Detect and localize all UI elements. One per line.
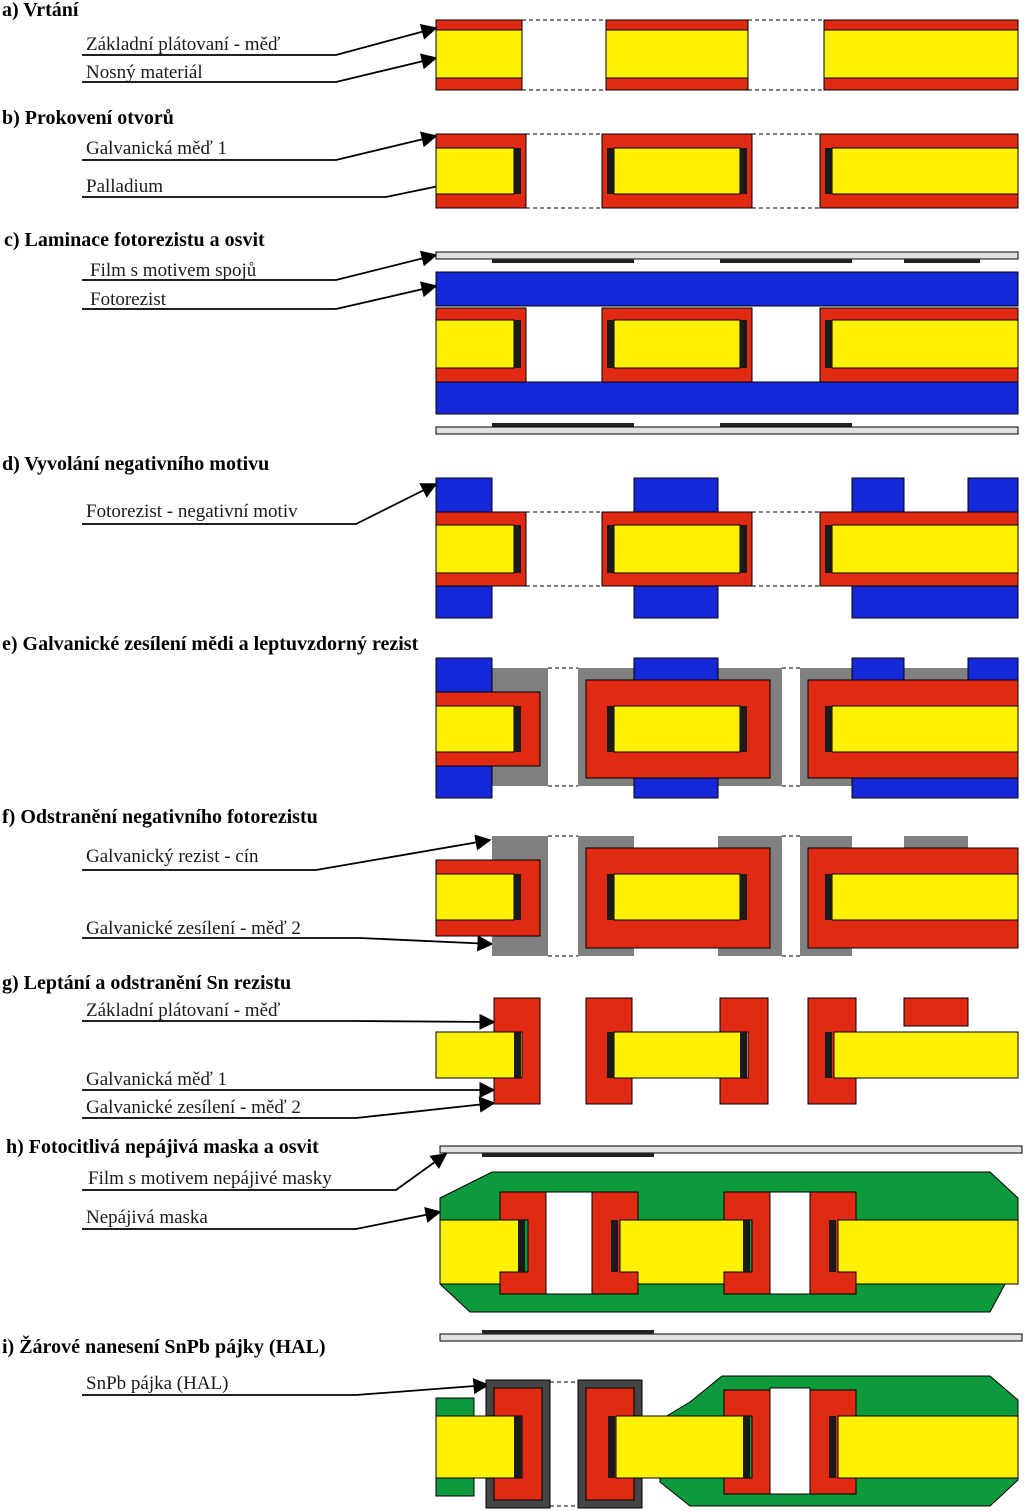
label-g-copper2: Galvanické zesílení - měď 2 (86, 1097, 301, 1118)
step-a-title: a) Vrtání (2, 0, 79, 21)
label-f-copper2: Galvanické zesílení - měď 2 (86, 918, 301, 939)
step-d-title: d) Vyvolání negativního motivu (2, 453, 269, 475)
mask-film-bottom (439, 1333, 1023, 1342)
film-bottom (435, 426, 1019, 435)
leader-lines (82, 23, 518, 1396)
diagram-step-g (435, 997, 1019, 1105)
diagram-step-a (435, 19, 1019, 91)
step-g-title: g) Leptání a odstranění Sn rezistu (2, 972, 291, 994)
film-top (435, 251, 1019, 260)
label-c-photoresist: Fotorezist (90, 289, 167, 310)
label-a-substrate: Nosný materiál (86, 62, 203, 83)
diagram-step-e (435, 657, 1019, 799)
label-a-copper: Základní plátovaní - měď (86, 34, 280, 55)
label-h-film: Film s motivem nepájivé masky (88, 1168, 332, 1189)
label-g-copper: Základní plátovaní - měď (86, 1000, 280, 1021)
step-f-title: f) Odstranění negativního fotorezistu (2, 806, 318, 828)
label-b-palladium: Palladium (86, 176, 163, 197)
diagram-step-b (435, 133, 1019, 209)
diagram-step-c (435, 251, 1019, 435)
step-b-title: b) Prokovení otvorů (2, 107, 174, 129)
label-c-film: Film s motivem spojů (90, 260, 257, 281)
mask-film-top (439, 1145, 1023, 1154)
label-b-galv-copper: Galvanická měď 1 (86, 138, 227, 159)
label-g-copper1: Galvanická měď 1 (86, 1069, 227, 1090)
step-c-title: c) Laminace fotorezistu a osvit (4, 229, 265, 251)
diagram-step-f (435, 835, 1019, 957)
label-h-mask: Nepájivá maska (86, 1207, 208, 1228)
diagram-step-d (435, 477, 1019, 619)
step-e-title: e) Galvanické zesílení mědi a leptuvzdor… (2, 633, 419, 655)
label-f-tin: Galvanický rezist - cín (86, 846, 259, 867)
step-h-title: h) Fotocitlivá nepájivá maska a osvit (6, 1136, 319, 1158)
label-i-solder: SnPb pájka (HAL) (86, 1373, 228, 1394)
diagram-step-h (439, 1145, 1023, 1342)
step-i-title: i) Žárové nanesení SnPb pájky (HAL) (2, 1334, 326, 1358)
diagram-step-i (435, 1375, 1019, 1509)
label-d-negative: Fotorezist - negativní motiv (86, 501, 298, 522)
